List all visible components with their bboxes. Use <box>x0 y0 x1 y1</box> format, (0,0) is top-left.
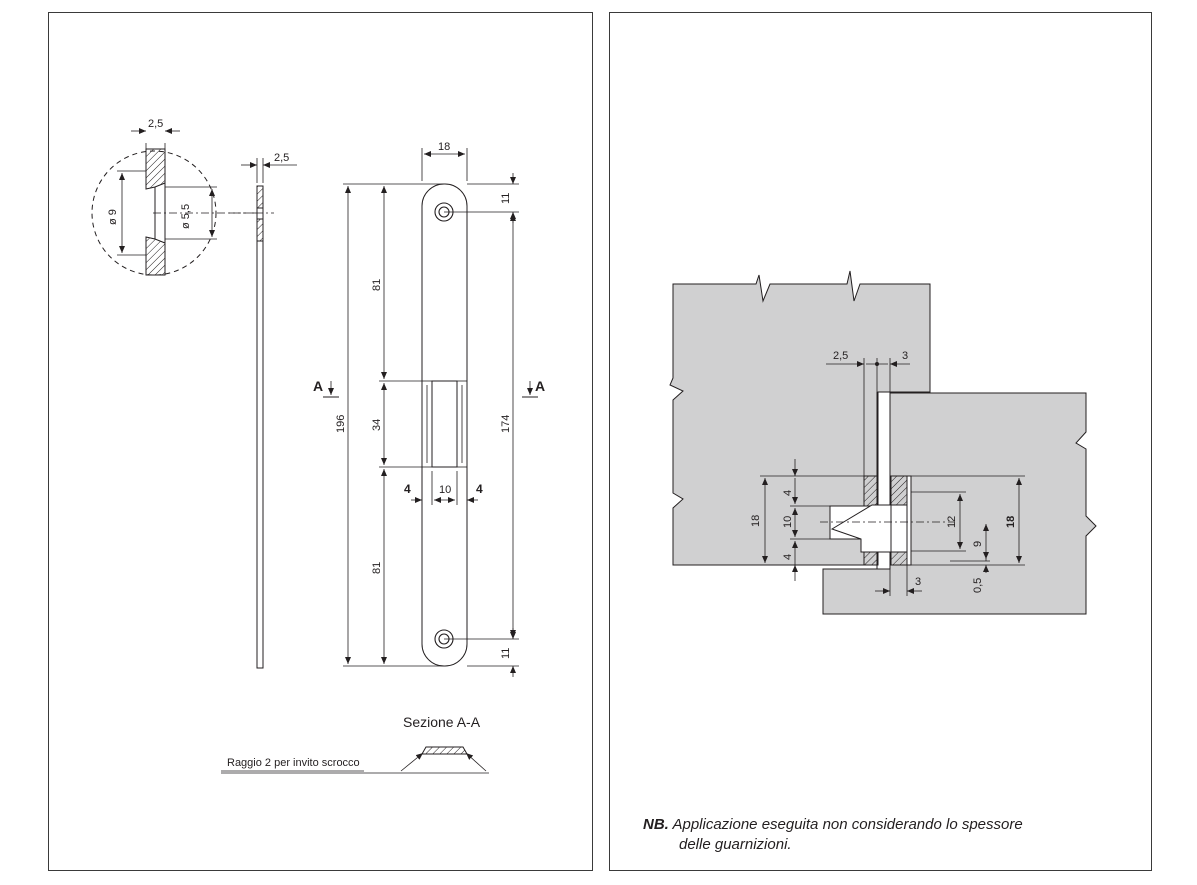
plate-width-dim: 18 <box>438 141 450 153</box>
overall-height-dim: 196 <box>335 415 347 433</box>
slot-right-margin-dim: 4 <box>476 482 483 496</box>
left-total-dim: 18 <box>750 515 762 527</box>
slot-height-dim: 34 <box>371 419 383 431</box>
right-9-dim: 9 <box>972 541 984 547</box>
left-bottom-dim: 4 <box>782 554 794 560</box>
gap-left-dim: 2,5 <box>833 350 848 362</box>
side-thickness-dim: 2,5 <box>274 152 289 164</box>
section-mark-right: A <box>535 378 545 394</box>
right-total-dim: 18 <box>1005 516 1017 528</box>
slot-width-dim: 10 <box>439 484 451 496</box>
installation-note: NB. Applicazione eseguita non consideran… <box>643 815 1123 855</box>
section-mark-left: A <box>313 378 323 394</box>
section-a-a: Sezione A-A Raggio 2 per invito scrocco <box>221 714 489 774</box>
outer-diameter-dim: ø 9 <box>107 209 119 225</box>
countersink-detail: 2,5 ø 9 ø 5,5 <box>91 118 259 276</box>
drawing-panel-right: 2,5 3 18 4 10 4 12 9 0,5 18 <box>609 12 1152 871</box>
bottom-3-dim: 3 <box>915 576 921 588</box>
lower-segment-dim: 81 <box>371 562 383 574</box>
bottom-offset-dim: 11 <box>500 648 512 659</box>
right-total-dim: 174 <box>500 415 512 433</box>
upper-segment-dim: 81 <box>371 279 383 291</box>
drawing-panel-left: 2,5 ø 9 ø 5,5 2,5 <box>48 12 593 871</box>
strike-plate-drawing: 2,5 ø 9 ø 5,5 2,5 <box>91 118 545 774</box>
top-offset-dim: 11 <box>500 193 512 204</box>
inner-diameter-dim: ø 5,5 <box>180 204 192 229</box>
left-mid-dim: 10 <box>782 516 794 528</box>
front-view: 18 196 81 34 81 11 <box>313 141 545 677</box>
detail-top-dim: 2,5 <box>148 118 163 130</box>
note-line1: Applicazione eseguita non considerando l… <box>672 816 1023 833</box>
right-12-dim: 12 <box>946 516 958 528</box>
side-view: 2,5 <box>229 152 297 669</box>
slot-left-margin-dim: 4 <box>404 482 411 496</box>
note-line2: delle guarnizioni. <box>679 836 792 853</box>
bottom-05-dim: 0,5 <box>972 578 984 593</box>
installation-drawing: 2,5 3 18 4 10 4 12 9 0,5 18 <box>669 270 1097 615</box>
left-top-dim: 4 <box>782 490 794 496</box>
section-title: Sezione A-A <box>403 714 481 730</box>
section-note: Raggio 2 per invito scrocco <box>227 757 360 769</box>
gap-right-dim: 3 <box>902 350 908 362</box>
note-prefix: NB. <box>643 816 669 833</box>
